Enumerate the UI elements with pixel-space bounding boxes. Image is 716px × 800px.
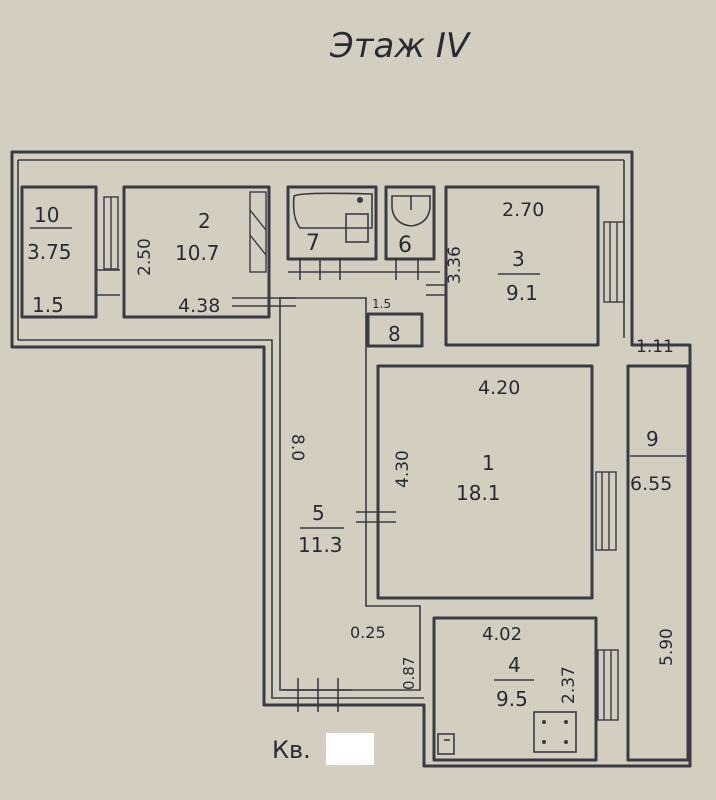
- room-2-dim-horizontal: 4.38: [178, 295, 220, 317]
- room-6: 6: [384, 185, 436, 261]
- room-9-area: 6.55: [630, 473, 672, 495]
- room-3-area: 9.1: [506, 281, 538, 305]
- room-6-number: 6: [398, 233, 412, 258]
- room-3-dim-top: 2.70: [502, 199, 544, 221]
- room-4-dim-side: 2.37: [559, 666, 579, 704]
- room-1-number: 1: [482, 451, 495, 475]
- room-5-dim-vertical: 8.0: [287, 434, 307, 461]
- door-marks-wet-rooms: [288, 259, 440, 280]
- room-2: 2 10.7 2.50 4.38: [122, 185, 296, 319]
- room-4-area: 9.5: [496, 687, 528, 711]
- floor-title: Этаж IV: [329, 26, 472, 66]
- room-2-area: 10.7: [175, 241, 220, 265]
- room-7-number: 7: [306, 231, 320, 256]
- room-5-area: 11.3: [298, 533, 343, 557]
- room-9-dim-side: 5.90: [657, 628, 677, 666]
- room-5: 8.0 5 11.3 0.25 0.87: [279, 297, 421, 712]
- window-10: [103, 196, 119, 270]
- room-4-number: 4: [508, 653, 521, 677]
- room-3-dim-side: 3.36: [445, 246, 465, 284]
- room-10: 10 3.75 1.5: [20, 185, 120, 319]
- room-7: 7: [286, 185, 378, 261]
- room-3: 2.70 3.36 3 9.1: [426, 185, 625, 347]
- room-10-number: 10: [34, 203, 59, 227]
- room-2-number: 2: [198, 209, 211, 233]
- apartment-label: Кв.: [272, 736, 311, 764]
- room-5-dim-bottom: 0.25: [350, 623, 386, 642]
- room-5-dim-small: 0.87: [400, 657, 418, 690]
- stove-icon: [533, 711, 577, 753]
- redaction-box: [326, 733, 374, 765]
- room-3-number: 3: [512, 247, 525, 271]
- room-2-dim-vertical: 2.50: [135, 238, 155, 276]
- window-4: [597, 649, 619, 721]
- window-1: [595, 471, 617, 551]
- room-10-area: 3.75: [27, 240, 72, 264]
- room-4-dim-top: 4.02: [482, 624, 522, 645]
- room-9-number: 9: [646, 427, 659, 451]
- room-8-dim: 1.5: [372, 297, 391, 311]
- room-1: 4.20 4.30 1 18.1: [356, 364, 617, 600]
- bath-drain-icon: [357, 197, 363, 203]
- room-1-area: 18.1: [456, 481, 501, 505]
- room-9-dim-top: 1.11: [636, 337, 674, 357]
- room-5-number: 5: [312, 501, 325, 525]
- room-4: 4.02 2.37 4 9.5: [432, 616, 619, 762]
- room-1-dim-top: 4.20: [478, 377, 520, 399]
- room-9: 1.11 9 6.55 5.90: [626, 337, 690, 762]
- entry-door: [282, 678, 352, 712]
- toilet-icon: [391, 195, 431, 227]
- room-8: 1.5 8: [366, 297, 424, 348]
- room-8-number: 8: [388, 322, 401, 346]
- sink-icon: [437, 733, 455, 755]
- room-10-dim: 1.5: [32, 293, 64, 317]
- room-1-dim-side: 4.30: [393, 450, 413, 488]
- window-3: [603, 221, 625, 303]
